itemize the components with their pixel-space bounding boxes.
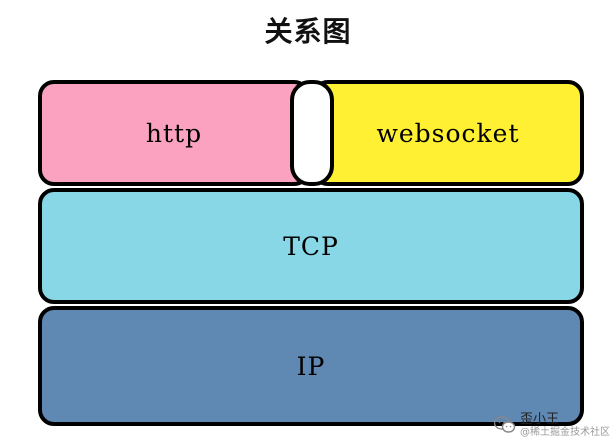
ip-label: IP	[296, 351, 326, 381]
http-label: http	[145, 118, 203, 148]
layer-divider	[290, 80, 334, 186]
diagram-title: 关系图	[264, 15, 352, 48]
tcp-layer: TCP	[38, 188, 584, 304]
watermark-author: 歪小王	[520, 411, 560, 427]
watermark: 歪小王 @稀土掘金技术社区	[494, 411, 610, 438]
ip-layer: IP	[38, 306, 584, 426]
watermark-site: @稀土掘金技术社区	[520, 427, 610, 438]
websocket-label: websocket	[376, 118, 520, 148]
http-layer: http	[38, 80, 310, 186]
websocket-layer: websocket	[312, 80, 584, 186]
tcp-label: TCP	[283, 231, 339, 261]
wechat-icon	[494, 416, 516, 434]
